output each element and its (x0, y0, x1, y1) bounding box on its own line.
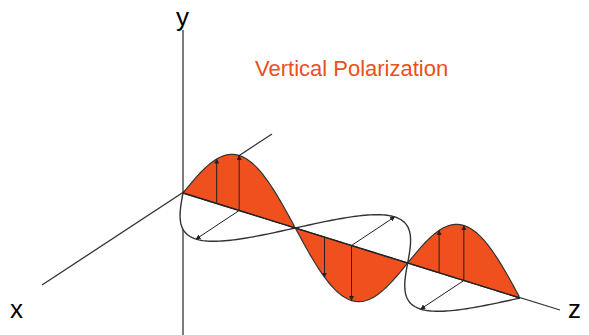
diagram-title: Vertical Polarization (255, 58, 448, 80)
vertical-wave-lobe (183, 154, 294, 227)
field-arrow (421, 281, 464, 310)
axis-label: x (10, 296, 23, 322)
vertical-wave-lobe (408, 224, 519, 297)
field-arrow (324, 237, 325, 277)
axis-label: y (176, 4, 189, 30)
field-arrow (463, 226, 464, 281)
field-arrow (239, 156, 240, 211)
field-arrow (216, 159, 217, 203)
propagation-line (183, 193, 520, 298)
field-arrow (439, 230, 440, 272)
horizontal-wave-fill (180, 193, 520, 311)
field-arrow (352, 217, 395, 246)
z-axis (183, 193, 560, 310)
vertical-wave-lobe (295, 228, 406, 302)
horizontal-wave (180, 193, 520, 311)
field-arrow (196, 211, 239, 240)
y-axis (182, 30, 183, 335)
field-arrow (351, 246, 352, 301)
axis-label: z (568, 296, 581, 322)
